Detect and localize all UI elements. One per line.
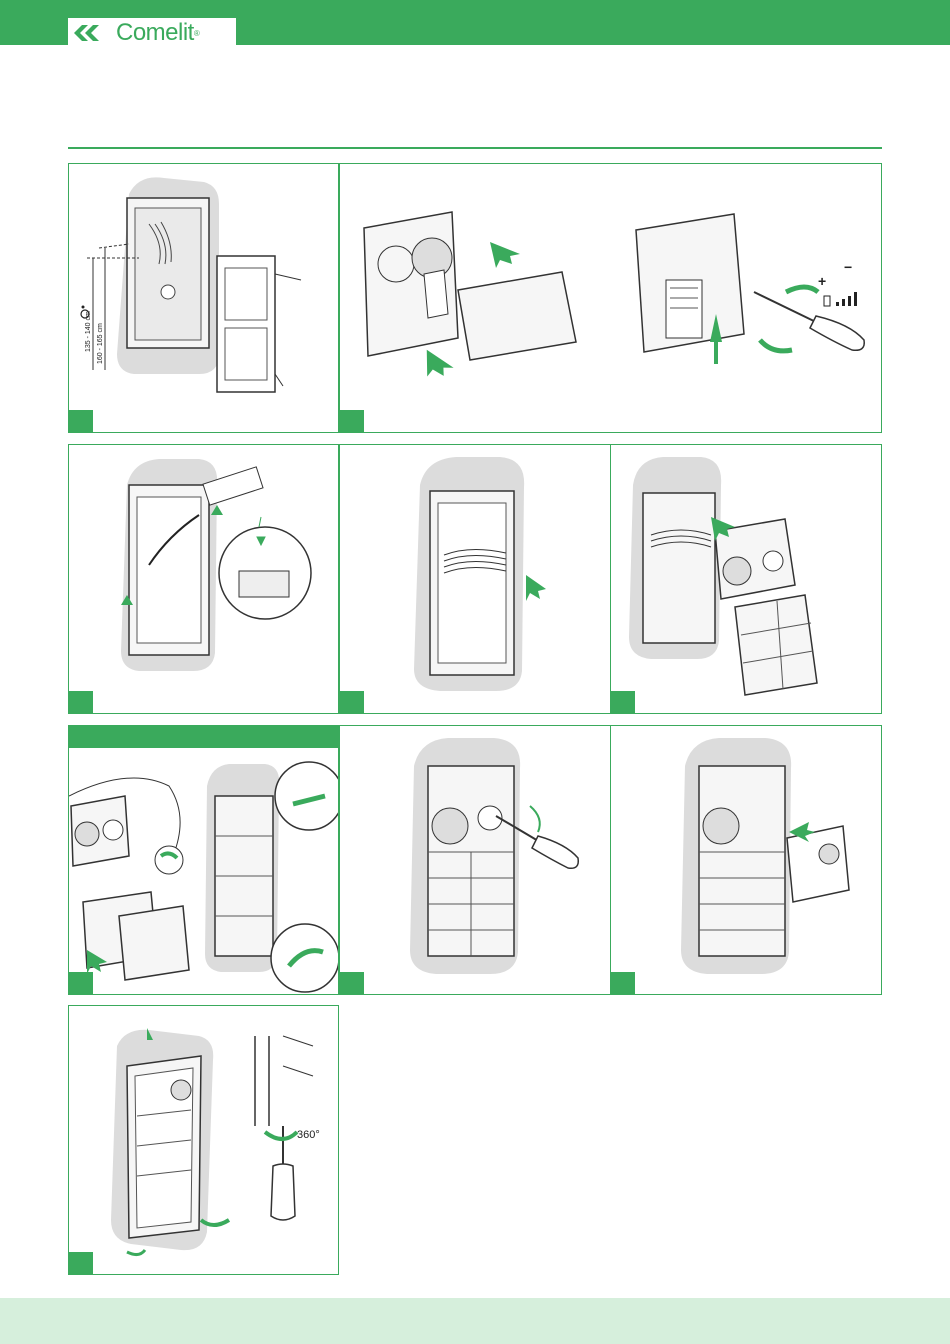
brand-logo: Comelit ® [68,18,236,48]
panel-module-mount [610,444,882,714]
step-badge [340,972,364,994]
screwdriver-icon [754,292,864,350]
step-badge [340,410,364,432]
arrow-icon [490,242,520,268]
panel-module-assembly: + − [339,163,882,433]
section-rule [68,147,882,149]
panel-keypad-mount [610,725,882,995]
step-badge [340,691,364,713]
volume-minus: − [844,259,852,275]
illustration-keypad-mount [611,726,882,995]
height-label-135: 135 - 140 cm [85,311,92,352]
panel-flush-box: 160 - 165 cm 135 - 140 cm [68,163,339,433]
illustration-flush-box: 160 - 165 cm 135 - 140 cm [69,164,339,433]
step-badge [69,1252,93,1274]
height-label-160: 160 - 165 cm [97,323,104,364]
brand-name: Comelit [116,19,194,47]
step-badge [611,691,635,713]
step-badge [69,972,93,994]
footer-bar [0,1298,950,1344]
illustration-frame-close: 360° [69,1006,339,1275]
rotation-label: 360° [297,1129,320,1141]
brand-registered: ® [194,29,200,38]
arrow-icon [421,350,456,382]
illustration-connector [340,445,611,714]
step-badge [611,972,635,994]
volume-level-icon [824,292,857,306]
panel-connector [339,444,611,714]
volume-plus: + [818,273,826,289]
arrow-icon [526,575,546,601]
panel-wiring [68,444,339,714]
panel-cable-routing [68,725,339,995]
illustration-volume-adjust [340,726,611,995]
brand-chevron-icon [72,22,114,44]
step-badge [69,410,93,432]
illustration-module-assembly: + − [340,164,882,433]
illustration-cable-routing [69,726,339,995]
illustration-wiring [69,445,339,714]
step-badge [69,691,93,713]
illustration-module-mount [611,445,882,714]
panel-volume-adjust [339,725,611,995]
panel-frame-close: 360° [68,1005,339,1275]
